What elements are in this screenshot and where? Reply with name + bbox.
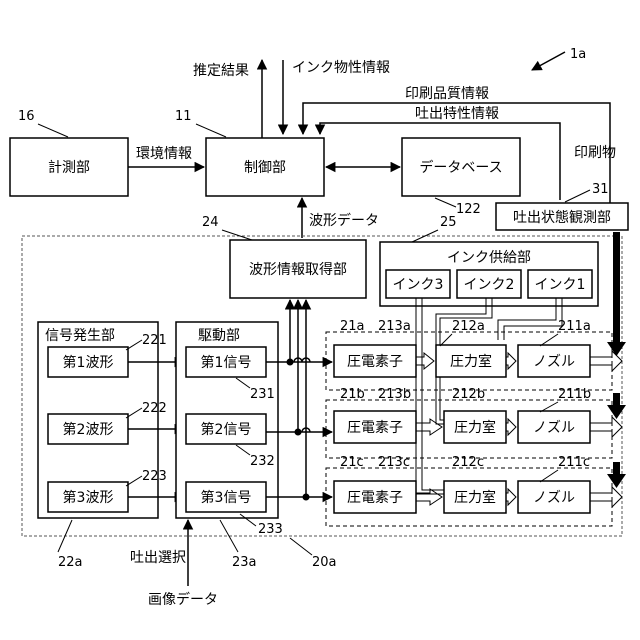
piezo-a-label: 圧電素子: [347, 354, 403, 370]
control-unit-ref: 11: [175, 109, 192, 124]
head-unit-ref: 20a: [312, 555, 337, 570]
signal-gen-label: 信号発生部: [45, 328, 115, 344]
observer-bold-arrows: [607, 232, 626, 488]
head-c-piezo-ref: 213c: [378, 455, 410, 470]
database-ref: 122: [456, 202, 481, 217]
measure-unit-leader: [38, 124, 68, 137]
signal2-label: 第2信号: [201, 421, 252, 438]
chamber-c-ref: 212c: [452, 455, 484, 470]
env-info-label: 環境情報: [136, 146, 192, 162]
signal-gen-ref: 22a: [58, 555, 83, 570]
chamber-a-label: 圧力室: [450, 353, 492, 370]
chamber-c-label: 圧力室: [454, 489, 496, 506]
waveform-acq-leader: [222, 230, 252, 240]
waveform1-ref: 221: [142, 333, 167, 348]
measure-unit-label: 計測部: [48, 160, 90, 176]
measure-unit-ref: 16: [18, 109, 35, 124]
waveform-acq-label: 波形情報取得部: [249, 261, 347, 278]
nozzle-b-label: ノズル: [533, 420, 575, 436]
ink-property-info-label: インク物性情報: [292, 60, 390, 76]
signal1-ref: 231: [250, 387, 275, 402]
ink-pipes: [416, 298, 562, 494]
figure-ref-arrow: [532, 52, 565, 70]
waveform3-label: 第3波形: [63, 489, 114, 506]
piezo-b-label: 圧電素子: [347, 420, 403, 436]
nozzle-c-ref: 211c: [558, 455, 590, 470]
nozzle-a-ref: 211a: [558, 319, 591, 334]
chamber-b-ref: 212b: [452, 387, 485, 402]
waveform2-ref: 222: [142, 401, 167, 416]
signal3-ref: 233: [258, 522, 283, 537]
waveform2-label: 第2波形: [63, 421, 114, 438]
nozzle-b-ref: 211b: [558, 387, 591, 402]
waveform1-label: 第1波形: [63, 354, 114, 371]
driver-label: 駆動部: [198, 328, 240, 344]
observer-label: 吐出状態観測部: [513, 209, 611, 226]
ejection-char-info-label: 吐出特性情報: [415, 106, 499, 122]
head-b-piezo-ref: 213b: [378, 387, 411, 402]
database-leader: [435, 198, 456, 207]
ejection-select-label: 吐出選択: [130, 550, 186, 566]
driver-ref: 23a: [232, 555, 257, 570]
ink3-label: インク3: [393, 277, 444, 293]
head-a-group-ref: 21a: [340, 319, 365, 334]
nozzle-c-label: ノズル: [533, 490, 575, 506]
head-b-group-ref: 21b: [340, 387, 365, 402]
nozzle-a-label: ノズル: [533, 354, 575, 370]
database-label: データベース: [419, 159, 502, 176]
ink-supply-label: インク供給部: [447, 250, 531, 266]
print-quality-info-label: 印刷品質情報: [405, 86, 489, 102]
chamber-a-leader: [440, 334, 452, 346]
waveform-data-label: 波形データ: [309, 212, 379, 229]
estimate-result-label: 推定結果: [193, 63, 249, 79]
waveform3-ref: 223: [142, 469, 167, 484]
signal3-label: 第3信号: [201, 489, 252, 506]
ink1-label: インク1: [535, 277, 586, 293]
ink2-label: インク2: [464, 277, 515, 293]
piezo-c-label: 圧電素子: [347, 490, 403, 506]
image-data-label: 画像データ: [148, 591, 218, 608]
control-unit-label: 制御部: [244, 160, 286, 176]
observer-ref: 31: [592, 182, 609, 197]
head-unit-leader: [290, 538, 312, 555]
control-unit-leader: [196, 124, 226, 137]
ink-supply-ref: 25: [440, 215, 457, 230]
observer-leader: [565, 190, 590, 202]
chamber-b-label: 圧力室: [454, 419, 496, 436]
head-a-piezo-ref: 213a: [378, 319, 411, 334]
signal2-ref: 232: [250, 454, 275, 469]
figure-ref: 1a: [570, 47, 586, 62]
nozzle-a-leader: [540, 334, 558, 346]
waveform-acq-ref: 24: [202, 215, 219, 230]
signal1-label: 第1信号: [201, 354, 252, 371]
chamber-a-ref: 212a: [452, 319, 485, 334]
nozzle-c-leader: [540, 470, 558, 482]
head-c-group-ref: 21c: [340, 455, 364, 470]
